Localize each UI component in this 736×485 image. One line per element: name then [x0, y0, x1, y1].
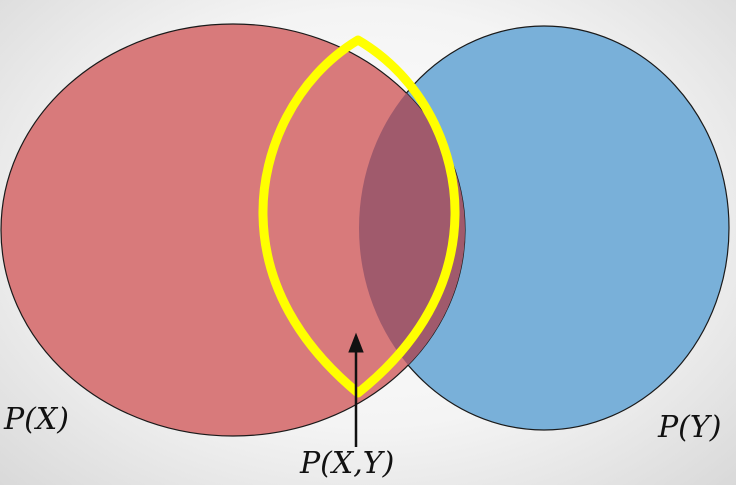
set-y-label: P(Y) — [658, 410, 722, 445]
set-x-label: P(X) — [4, 402, 69, 437]
intersection-outline — [258, 35, 460, 398]
intersection-label: P(X,Y) — [300, 446, 395, 481]
intersection-arrow-head — [348, 332, 364, 353]
